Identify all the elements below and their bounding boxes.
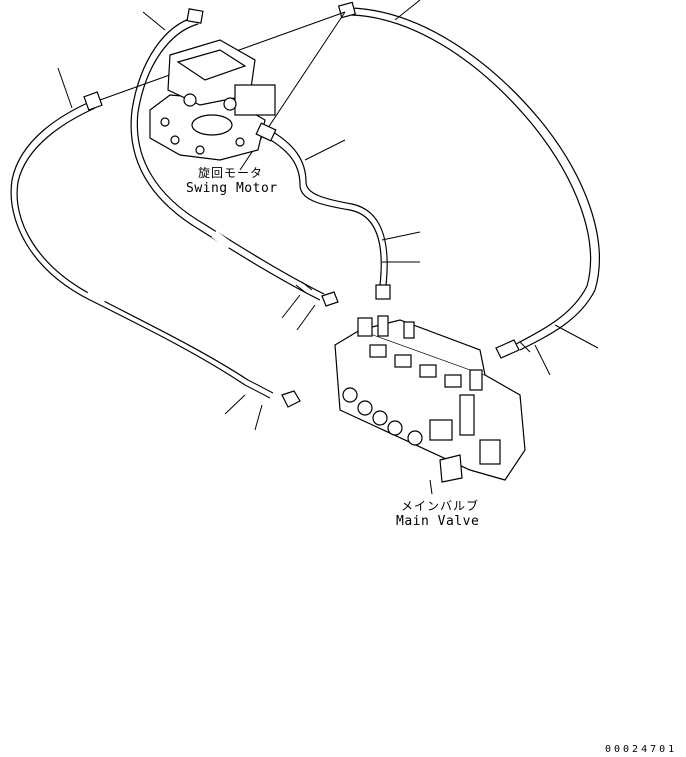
swing-motor-label-en: Swing Motor [186,181,278,196]
main-valve [334,315,526,483]
hose-right-loop [337,1,600,359]
drawing-number: 00024701 [605,744,678,755]
leader-lines [57,0,599,495]
swing-motor-label-jp: 旋回モータ [198,166,264,180]
main-valve-label-en: Main Valve [396,514,480,529]
hose-top-left [130,8,339,307]
hose-center [261,127,391,300]
hose-left-loop [10,91,301,408]
swing-motor [149,39,277,161]
main-valve-label-jp: メインバルブ [401,499,480,513]
